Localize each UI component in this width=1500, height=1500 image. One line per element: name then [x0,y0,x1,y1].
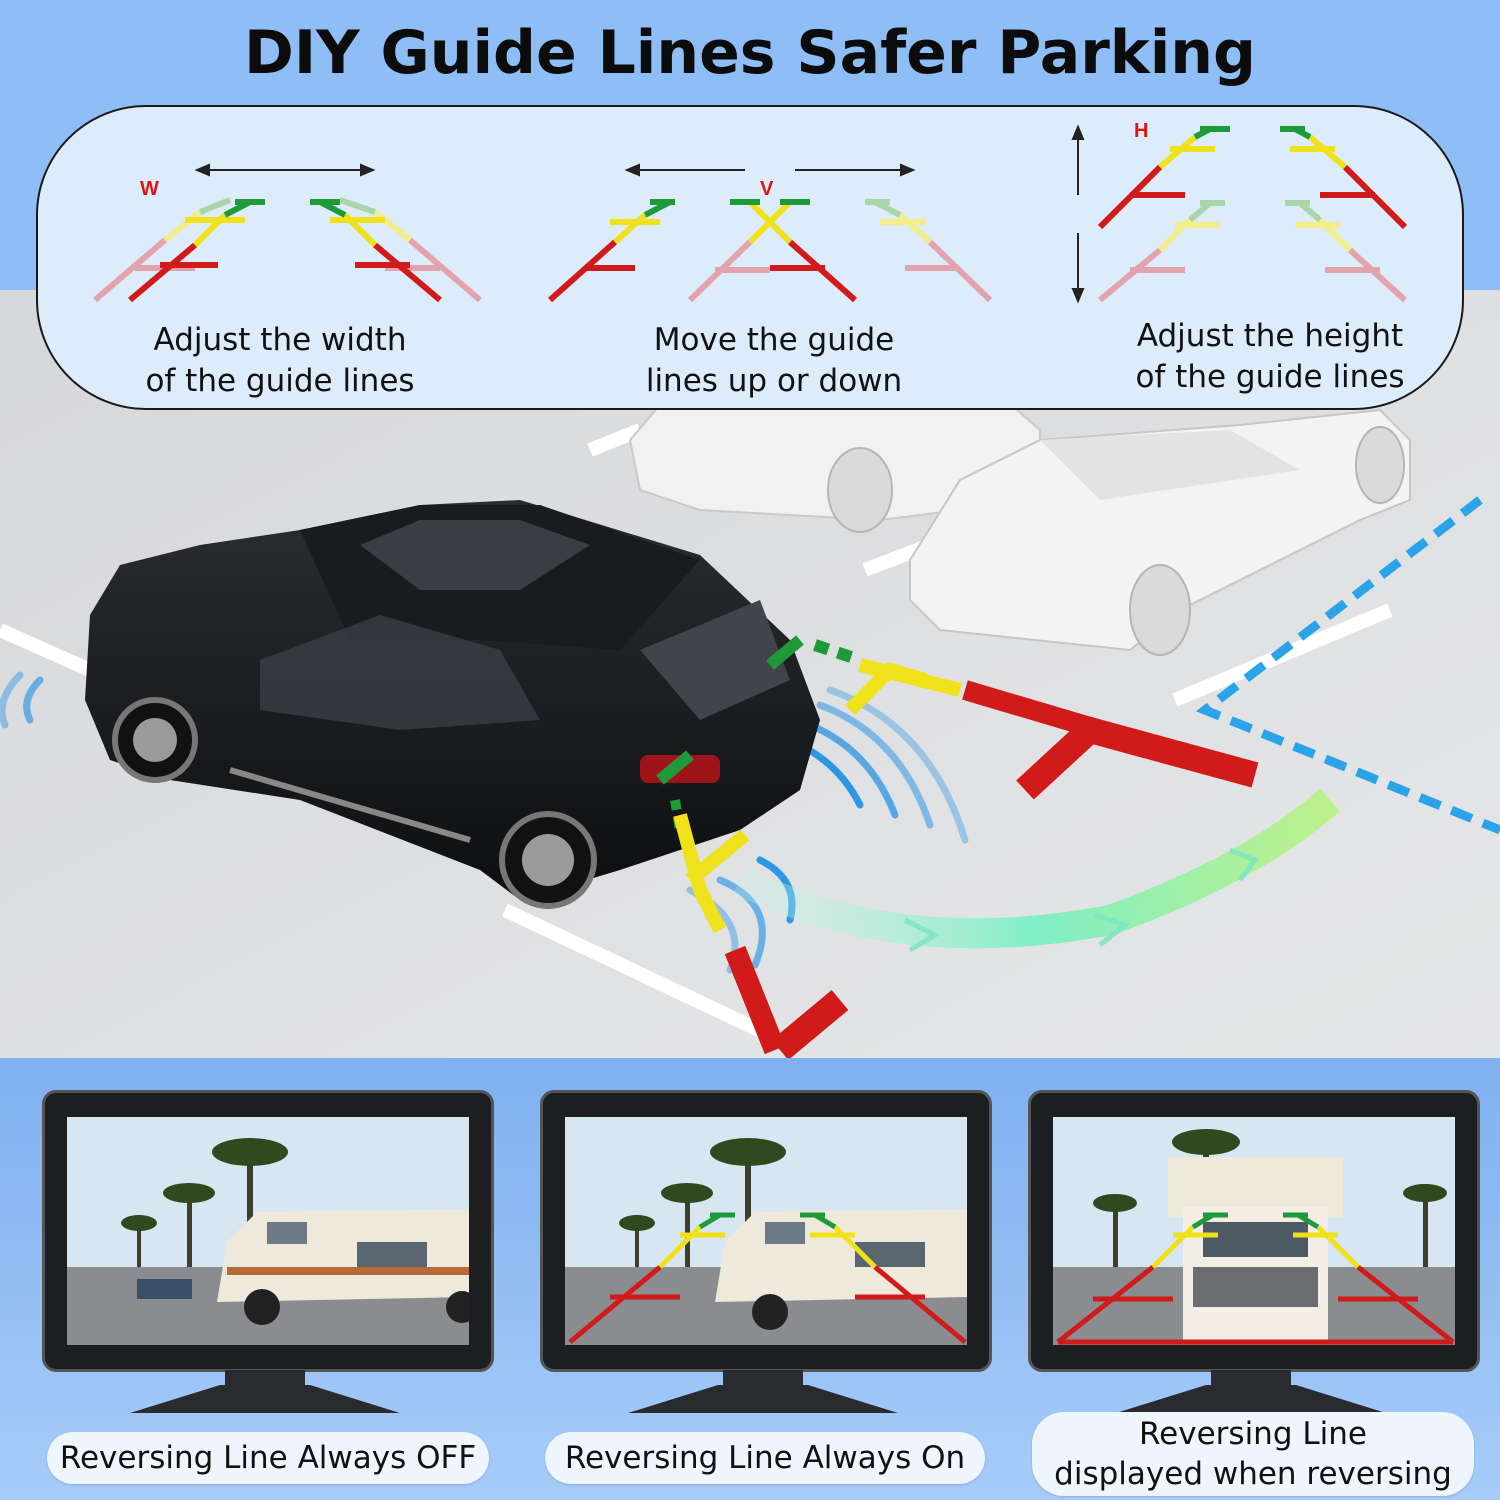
guide-adjust-panel [36,105,1464,410]
black-suv [85,500,820,909]
height-caption: Adjust the height of the guide lines [1135,318,1405,395]
width-adjust-diagram [93,163,482,303]
monitor-screen [565,1117,967,1345]
height-letter: H [1134,120,1149,142]
monitor-stand [628,1370,898,1413]
page-title: DIY Guide Lines Safer Parking [244,18,1256,88]
vehicle-guide-lines [656,635,1259,1060]
monitor-lines-on [540,1090,992,1372]
label-lines-off: Reversing Line Always OFF [47,1432,489,1484]
monitor-screen [1053,1117,1455,1345]
monitor-lines-off [42,1090,494,1372]
width-caption: Adjust the width of the guide lines [145,322,415,399]
monitor-stand [1116,1370,1386,1413]
monitor-lines-when-reversing [1028,1090,1480,1372]
monitor-screen [67,1117,469,1345]
label-lines-on: Reversing Line Always On [545,1432,985,1484]
vertical-move-diagram [548,163,993,303]
vertical-letter: V [760,178,774,200]
height-adjust-diagram [1071,124,1408,304]
width-letter: W [140,178,159,200]
parked-car-front [909,408,1411,656]
camera-view-rv-front [1053,1117,1455,1345]
vertical-caption: Move the guide lines up or down [645,322,903,399]
label-lines-when-reversing: Reversing Line displayed when reversing [1032,1412,1474,1496]
trajectory-arrow [733,788,1340,949]
camera-view-rv [67,1117,469,1345]
parking-scene [0,290,1500,1060]
target-parking-spot [1196,496,1500,835]
camera-view-rv [565,1117,967,1345]
monitor-stand [130,1370,400,1413]
